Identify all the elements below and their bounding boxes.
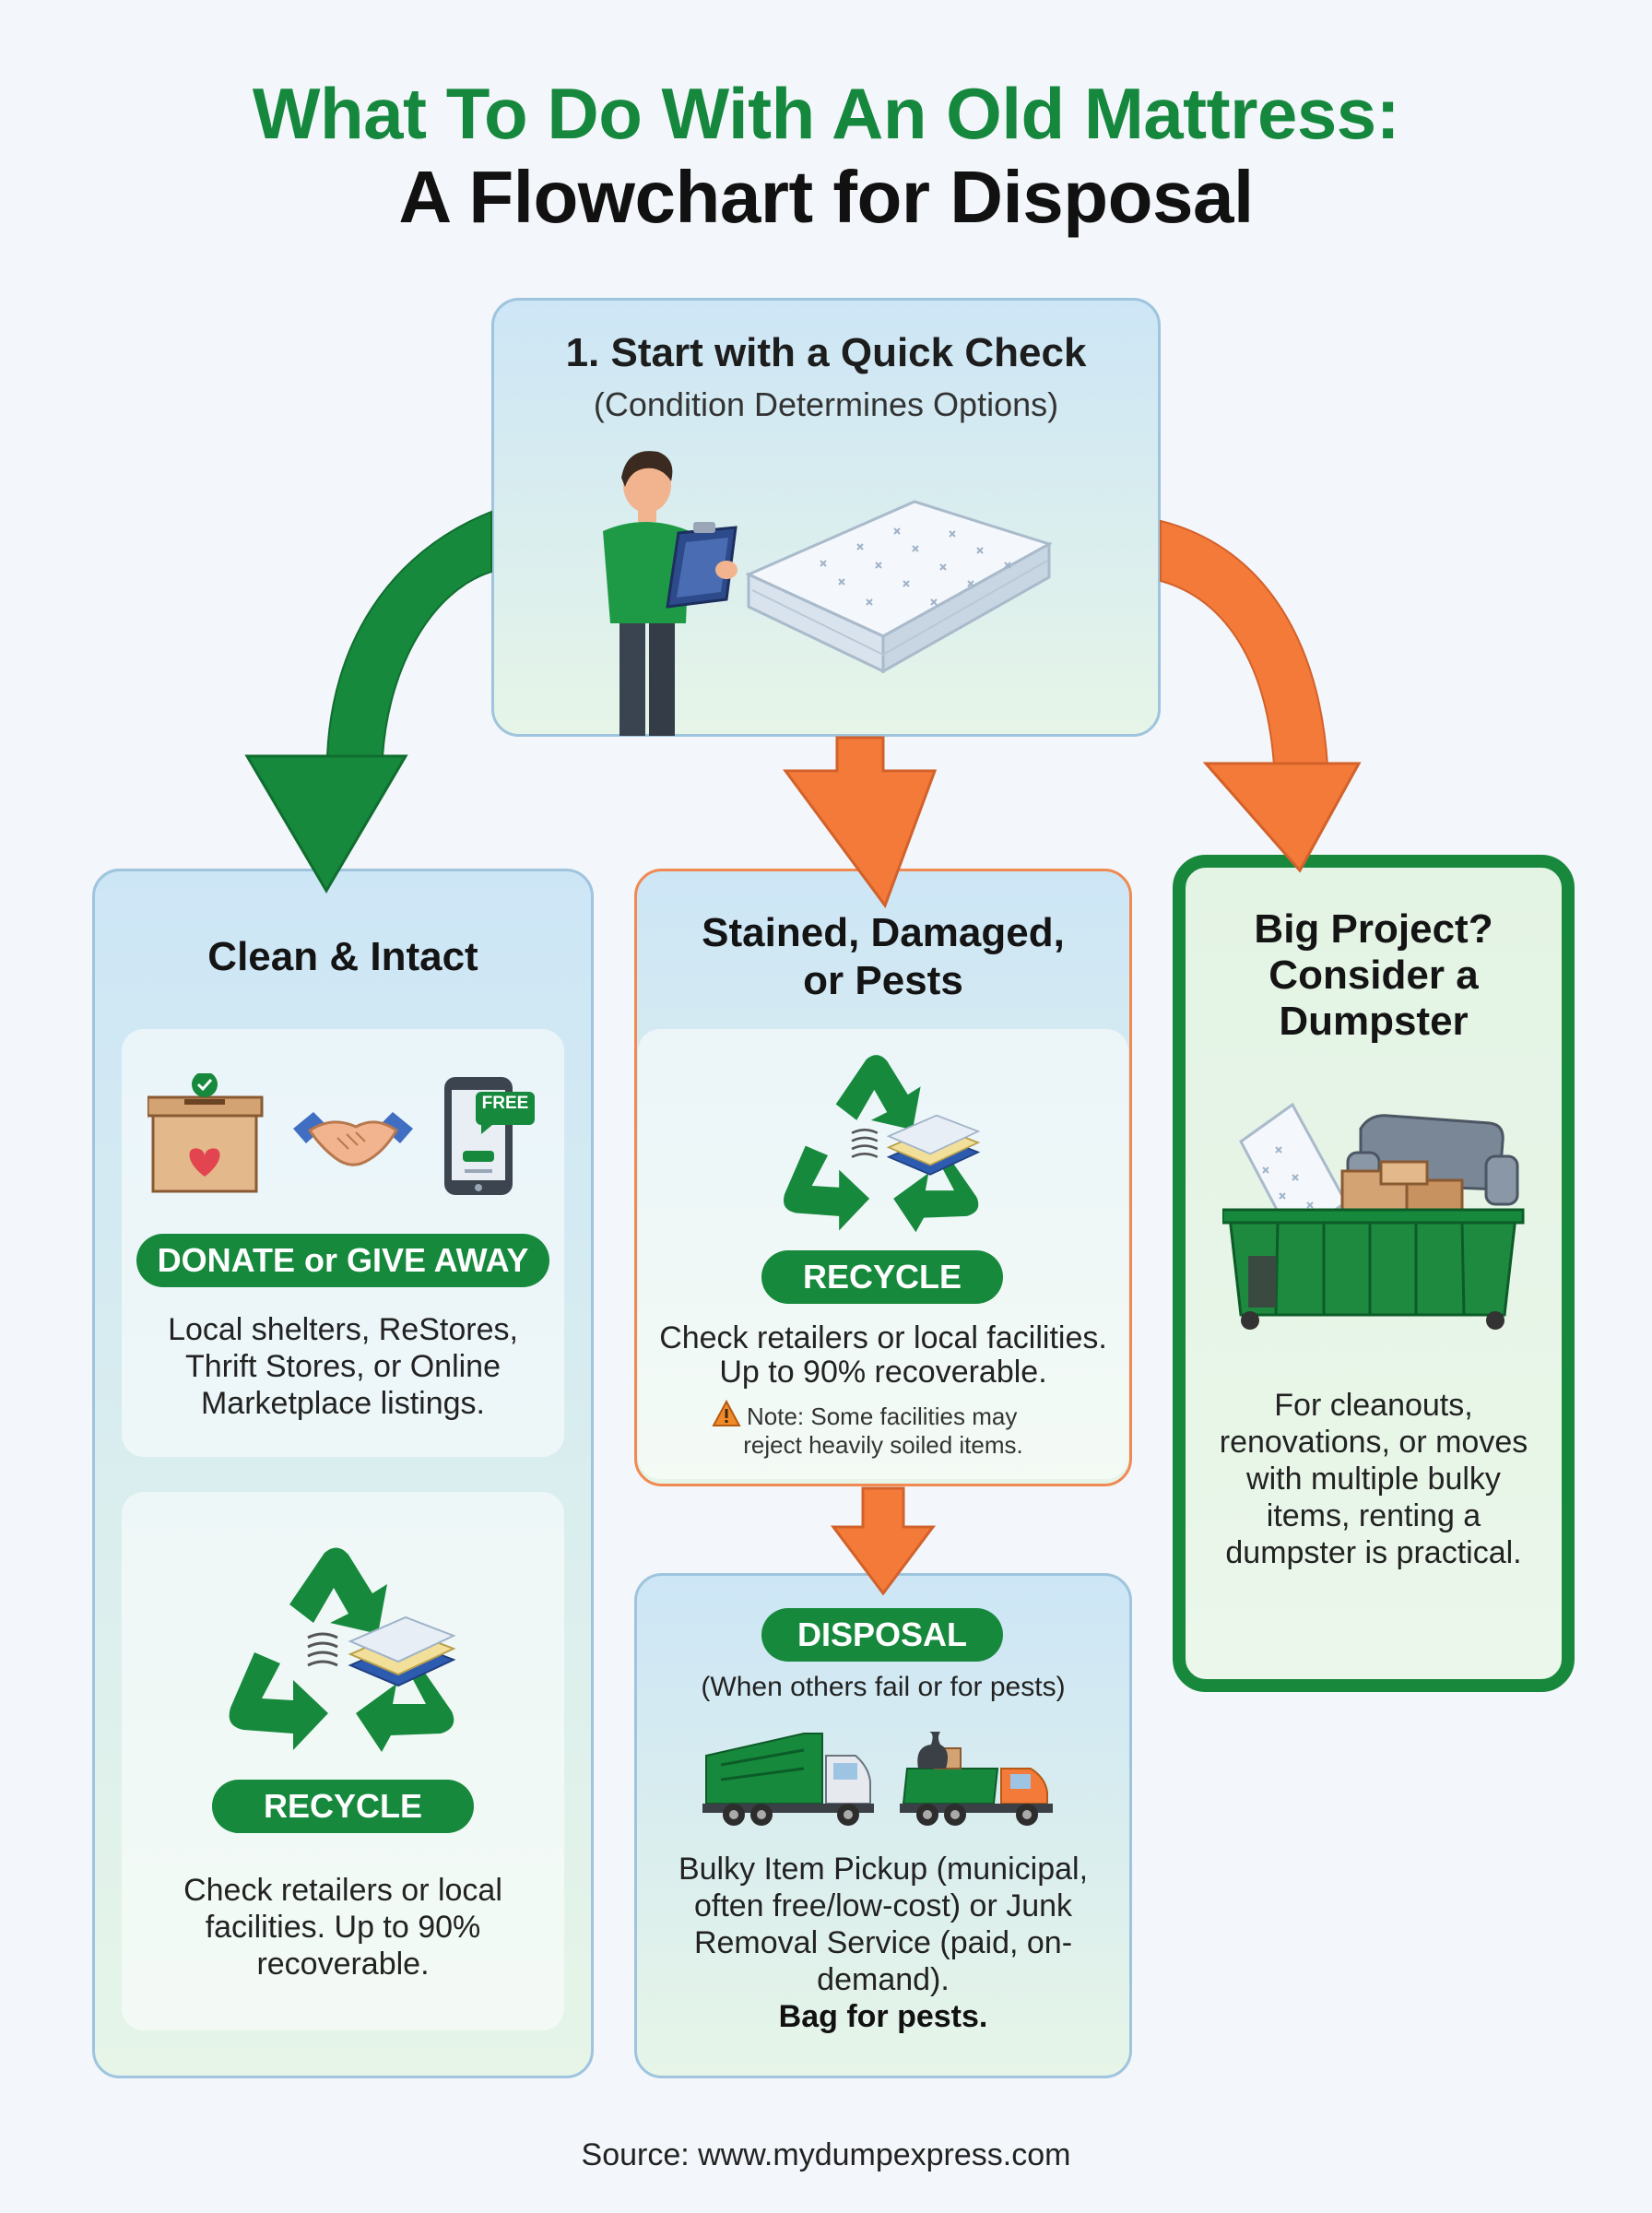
donate-description: Local shelters, ReStores, Thrift Stores,… bbox=[168, 1312, 518, 1421]
dumpster-heading-line3: Dumpster bbox=[1279, 999, 1469, 1044]
inspection-illustration bbox=[603, 451, 1053, 736]
mattress-icon bbox=[745, 500, 1053, 674]
donate-pill: DONATE or GIVE AWAY bbox=[136, 1234, 549, 1287]
arrow-to-clean-intact bbox=[244, 510, 492, 893]
disposal-pill: DISPOSAL bbox=[761, 1608, 1003, 1662]
free-badge-text: FREE bbox=[481, 1094, 529, 1113]
recycle-icon bbox=[229, 1547, 454, 1752]
start-subtitle: (Condition Determines Options) bbox=[593, 385, 1059, 423]
dumpster-heading-line2: Consider a bbox=[1268, 953, 1479, 998]
dumpster-icon bbox=[1222, 1208, 1525, 1330]
clipboard-icon bbox=[666, 522, 738, 609]
recycle-description-left: Check retailers or local facilities. Up … bbox=[183, 1873, 502, 1982]
recycle-description-middle-line1: Check retailers or local facilities. bbox=[659, 1320, 1107, 1355]
disposal-subtitle: (When others fail or for pests) bbox=[701, 1672, 1066, 1702]
phone-free-icon bbox=[444, 1077, 535, 1195]
page-title-line2: A Flowchart for Disposal bbox=[398, 156, 1254, 238]
start-card bbox=[491, 298, 1161, 737]
arrow-to-dumpster bbox=[1160, 519, 1362, 873]
disposal-description: Bulky Item Pickup (municipal, often free… bbox=[678, 1852, 1089, 1997]
dumpster-illustration bbox=[1222, 1102, 1525, 1330]
recycle-note-line1: Note: Some facilities may bbox=[747, 1402, 1018, 1430]
disposal-trucks bbox=[702, 1732, 1053, 1826]
stained-heading-line1: Stained, Damaged, bbox=[702, 910, 1065, 955]
junk-removal-truck-icon bbox=[900, 1732, 1053, 1826]
page-title-line1: What To Do With An Old Mattress: bbox=[252, 73, 1400, 154]
recycle-icon bbox=[784, 1055, 979, 1233]
recycle-pill-middle: RECYCLE bbox=[761, 1250, 1003, 1304]
handshake-icon bbox=[293, 1112, 413, 1166]
donate-icons bbox=[148, 1073, 535, 1195]
recycle-mattress-icon-middle bbox=[784, 1055, 981, 1233]
recycle-pill-left: RECYCLE bbox=[212, 1780, 474, 1833]
warning-icon bbox=[712, 1400, 741, 1426]
recycle-note-line2: reject heavily soiled items. bbox=[743, 1431, 1023, 1459]
recycle-description-middle-line2: Up to 90% recoverable. bbox=[719, 1355, 1047, 1390]
garbage-truck-icon bbox=[702, 1733, 874, 1826]
mattress-layers-icon bbox=[851, 1114, 981, 1176]
mattress-layers-icon bbox=[307, 1615, 456, 1687]
dumpster-heading-line1: Big Project? bbox=[1254, 906, 1493, 952]
dumpster-description: For cleanouts, renovations, or moves wit… bbox=[1219, 1388, 1528, 1570]
clean-intact-heading: Clean & Intact bbox=[207, 934, 478, 979]
stained-heading-line2: or Pests bbox=[803, 958, 963, 1003]
recycle-mattress-icon-left bbox=[229, 1547, 456, 1752]
disposal-emphasis: Bag for pests. bbox=[778, 1999, 988, 2034]
donation-box-icon bbox=[148, 1073, 264, 1193]
start-title: 1. Start with a Quick Check bbox=[565, 330, 1087, 375]
source-credit: Source: www.mydumpexpress.com bbox=[581, 2137, 1071, 2172]
